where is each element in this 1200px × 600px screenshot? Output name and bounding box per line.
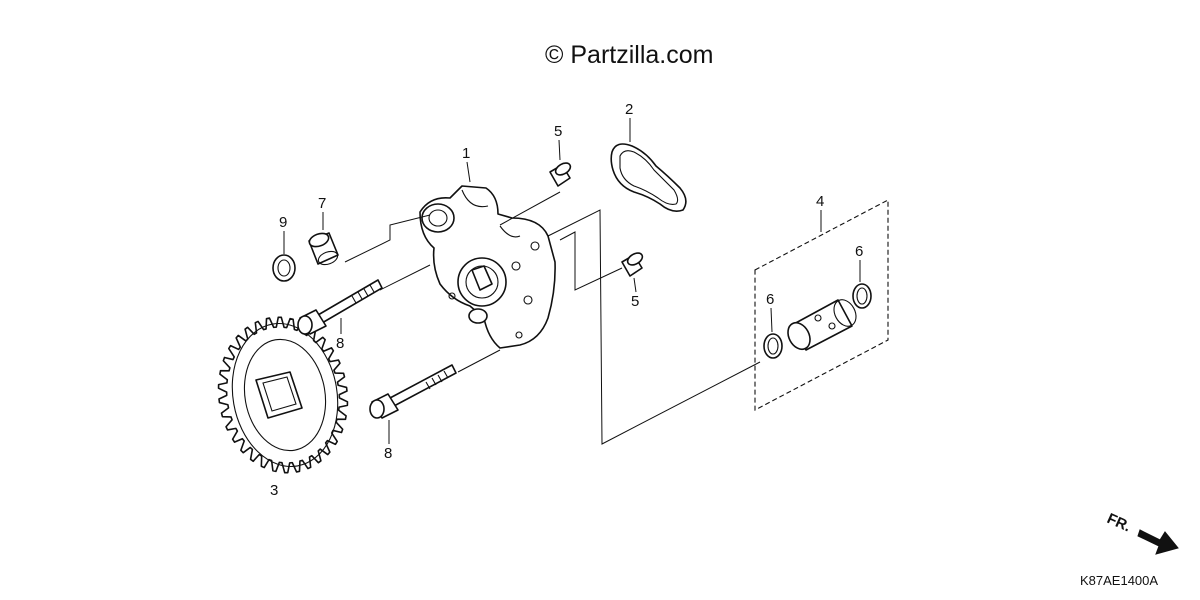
part-6-o-ring-right[interactable]	[852, 283, 872, 309]
part-3-driven-gear[interactable]	[207, 307, 360, 483]
front-direction-indicator: FR.	[1104, 510, 1179, 555]
callout-leaders	[283, 118, 861, 444]
callout-4: 4	[816, 193, 824, 210]
assembly-reference-lines	[344, 191, 761, 445]
part-4-assembly-boundary	[754, 199, 889, 411]
callout-8-upper: 8	[336, 335, 344, 352]
callout-1: 1	[462, 145, 470, 162]
callout-5-upper: 5	[554, 123, 562, 140]
diagram-code: K87AE1400A	[1080, 573, 1158, 588]
part-6-o-ring-left[interactable]	[763, 333, 783, 359]
callout-3: 3	[270, 482, 278, 499]
front-arrow-icon	[1137, 529, 1179, 555]
part-8-bolt-upper[interactable]	[297, 279, 383, 335]
part-5-dowel-upper[interactable]	[549, 161, 572, 187]
callout-7: 7	[318, 195, 326, 212]
part-2-o-ring-gasket[interactable]	[610, 143, 687, 212]
part-1-oil-pump-assembly[interactable]	[419, 185, 556, 349]
part-4-relief-valve[interactable]	[784, 296, 861, 353]
part-9-washer[interactable]	[272, 254, 296, 282]
direction-label: FR.	[1104, 510, 1133, 535]
callout-6-left: 6	[766, 291, 774, 308]
part-5-dowel-lower[interactable]	[621, 251, 644, 277]
watermark: © Partzilla.com	[545, 41, 713, 69]
callout-9: 9	[279, 214, 287, 231]
callout-5-lower: 5	[631, 293, 639, 310]
callout-8-lower: 8	[384, 445, 392, 462]
callout-2: 2	[625, 101, 633, 118]
part-7-dowel-pin[interactable]	[308, 231, 340, 267]
callout-6-right: 6	[855, 243, 863, 260]
part-8-bolt-lower[interactable]	[369, 364, 457, 419]
